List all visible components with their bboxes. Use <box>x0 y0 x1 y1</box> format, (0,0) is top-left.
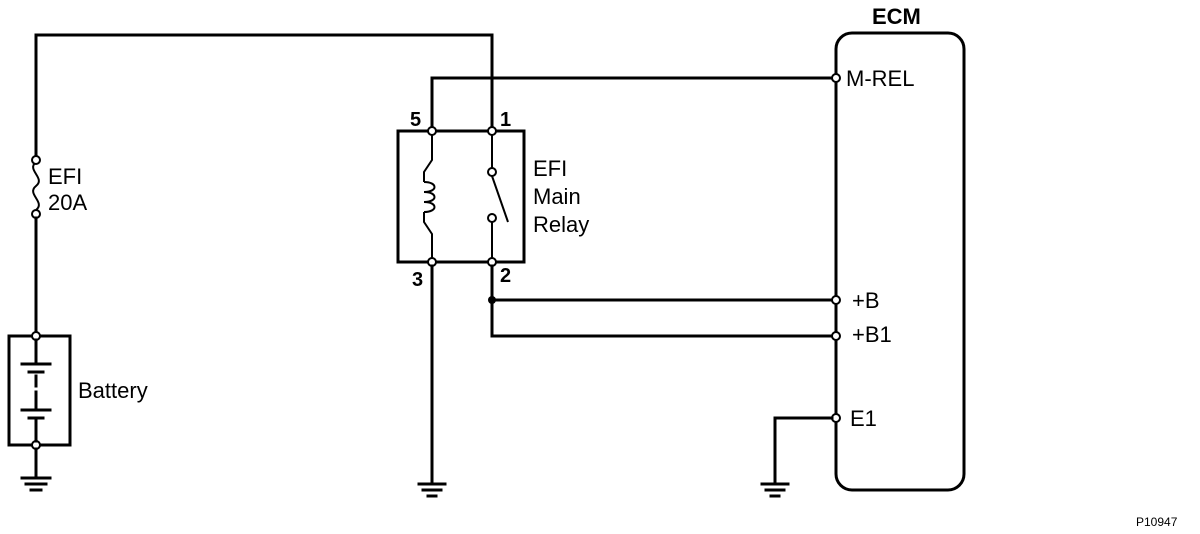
ecm-pin-m-rel-label: M-REL <box>846 66 914 91</box>
relay-contact-top <box>487 167 497 177</box>
relay-pin-2-label: 2 <box>500 265 511 287</box>
figure-code: P10947 <box>1136 515 1178 529</box>
relay-label-line2: Main <box>533 184 581 209</box>
relay-box <box>396 129 526 264</box>
ecm-title: ECM <box>872 4 921 29</box>
ecm-terminal-plus-b1 <box>831 331 841 341</box>
relay-coil-lead-top <box>423 135 433 182</box>
ecm-terminal-plus-b <box>831 295 841 305</box>
fuse-label-rating: 20A <box>48 190 87 215</box>
wire-m-rel-to-relay <box>430 76 838 133</box>
relay-contact-bottom <box>487 213 497 223</box>
wire-junction-dot <box>488 296 496 304</box>
relay-terminal-1 <box>487 126 497 136</box>
ground-icon <box>20 476 52 492</box>
ground-icon <box>417 482 447 498</box>
fuse-terminal-top <box>31 155 41 165</box>
relay-label-line1: EFI <box>533 156 567 181</box>
battery-fuse-circuit: EFI 20A Battery <box>7 33 494 492</box>
fuse-symbol <box>32 161 40 211</box>
relay-pin-3-label: 3 <box>412 269 423 291</box>
wire-top-feed <box>34 33 494 162</box>
battery-cells-icon <box>20 338 52 443</box>
wire-relay-output <box>490 264 838 338</box>
ecm-unit: ECM M-REL +B +B1 E1 <box>760 4 966 498</box>
wire-e1-ground <box>773 416 834 484</box>
fuse-label-name: EFI <box>48 164 82 189</box>
relay-pin-1-label: 1 <box>500 109 511 131</box>
battery-box <box>7 334 72 447</box>
relay-label-line3: Relay <box>533 212 589 237</box>
efi-main-relay: 5 1 3 2 EFI Main Relay <box>396 76 838 498</box>
relay-coil-icon <box>423 181 436 213</box>
ground-icon <box>760 482 790 498</box>
relay-pin-5-label: 5 <box>410 109 421 131</box>
ecm-pin-plus-b-label: +B <box>852 288 880 313</box>
ecm-pin-e1-label: E1 <box>850 406 877 431</box>
ecm-pin-plus-b1-label: +B1 <box>852 322 892 347</box>
relay-switch-arm <box>491 175 509 223</box>
relay-coil-lead-bottom <box>423 212 433 258</box>
battery-label: Battery <box>78 378 148 403</box>
relay-terminal-5 <box>427 126 437 136</box>
ecm-terminal-m-rel <box>831 73 841 83</box>
ecm-box <box>834 31 966 492</box>
